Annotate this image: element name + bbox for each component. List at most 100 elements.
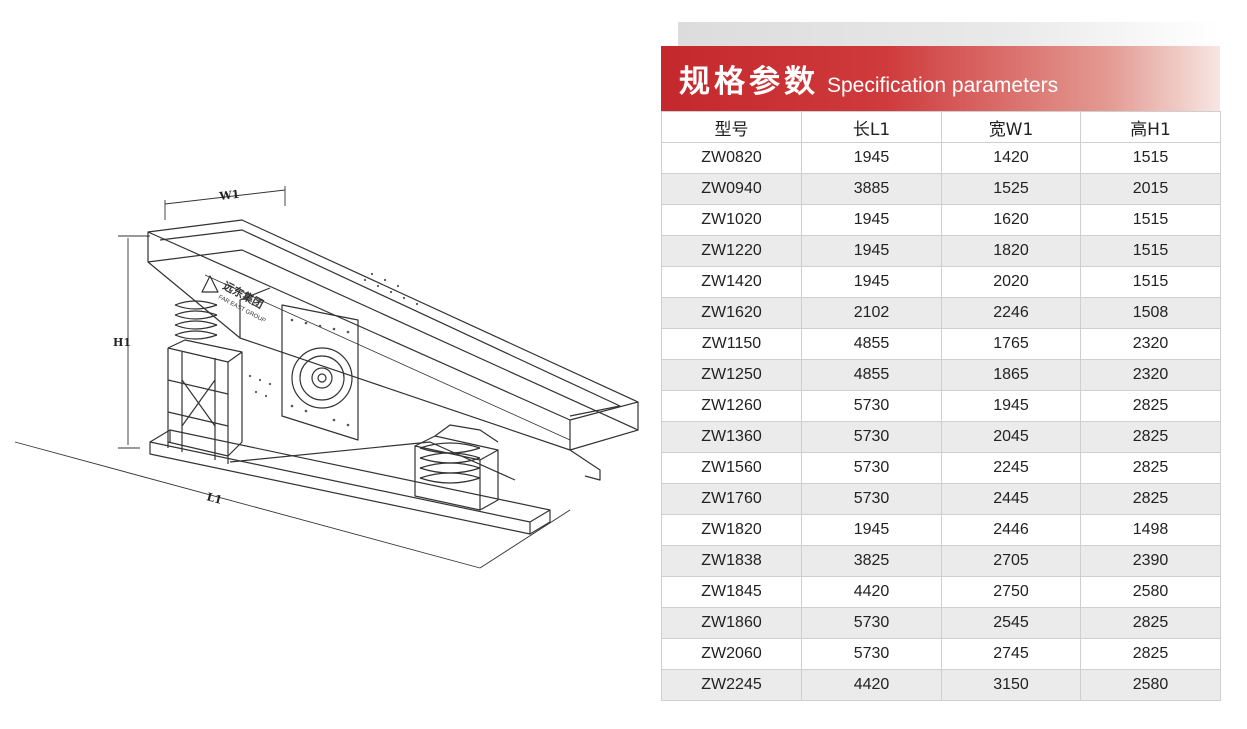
cell-height: 2825 — [1080, 483, 1221, 515]
cell-model: ZW0820 — [661, 142, 802, 174]
cell-length: 5730 — [801, 390, 942, 422]
cell-height: 1508 — [1080, 297, 1221, 329]
cell-height: 2390 — [1080, 545, 1221, 577]
cell-width: 2745 — [941, 638, 1081, 670]
machine-logo: 远东集团 FAR EAST GROUP — [217, 278, 266, 324]
cell-height: 2825 — [1080, 421, 1221, 453]
spec-title-en: Specification parameters — [827, 73, 1059, 97]
cell-length: 3825 — [801, 545, 942, 577]
cell-width: 2545 — [941, 607, 1081, 639]
cell-length: 5730 — [801, 607, 942, 639]
cell-width: 1420 — [941, 142, 1081, 174]
cell-length: 1945 — [801, 204, 942, 236]
cell-width: 1525 — [941, 173, 1081, 205]
cell-model: ZW1820 — [661, 514, 802, 546]
cell-model: ZW1760 — [661, 483, 802, 515]
cell-length: 5730 — [801, 638, 942, 670]
cell-model: ZW1845 — [661, 576, 802, 608]
spec-table-header-row: 型号 长L1 宽W1 高H1 — [661, 111, 1221, 143]
cell-length: 2102 — [801, 297, 942, 329]
cell-width: 1820 — [941, 235, 1081, 267]
cell-model: ZW1260 — [661, 390, 802, 422]
cell-width: 2446 — [941, 514, 1081, 546]
column-header-length: 长L1 — [801, 111, 942, 143]
spec-title-cn: 规格参数 — [679, 64, 819, 100]
cell-height: 2825 — [1080, 638, 1221, 670]
cell-height: 1515 — [1080, 266, 1221, 298]
cell-length: 3885 — [801, 173, 942, 205]
cell-width: 2445 — [941, 483, 1081, 515]
cell-width: 3150 — [941, 669, 1081, 701]
cell-model: ZW2060 — [661, 638, 802, 670]
cell-height: 2580 — [1080, 576, 1221, 608]
cell-model: ZW0940 — [661, 173, 802, 205]
cell-width: 2246 — [941, 297, 1081, 329]
cell-height: 2825 — [1080, 390, 1221, 422]
cell-model: ZW1420 — [661, 266, 802, 298]
cell-height: 1515 — [1080, 235, 1221, 267]
cell-length: 5730 — [801, 421, 942, 453]
header-decoration-band — [678, 22, 1220, 46]
cell-length: 1945 — [801, 266, 942, 298]
cell-model: ZW1838 — [661, 545, 802, 577]
cell-width: 2750 — [941, 576, 1081, 608]
cell-length: 1945 — [801, 235, 942, 267]
dim-w1-label: W1 — [218, 188, 240, 203]
cell-width: 2045 — [941, 421, 1081, 453]
cell-width: 1865 — [941, 359, 1081, 391]
cell-height: 1498 — [1080, 514, 1221, 546]
cell-length: 4855 — [801, 359, 942, 391]
cell-height: 2825 — [1080, 452, 1221, 484]
spec-header: 规格参数 Specification parameters — [661, 46, 1220, 111]
cell-model: ZW1560 — [661, 452, 802, 484]
column-header-height: 高H1 — [1080, 111, 1221, 143]
cell-length: 1945 — [801, 514, 942, 546]
cell-length: 1945 — [801, 142, 942, 174]
cell-height: 2825 — [1080, 607, 1221, 639]
cell-width: 2020 — [941, 266, 1081, 298]
vibrating-screen-drawing: W1 H1 L1 远东集团 FAR EAST GROUP — [14, 186, 639, 569]
dim-l1-label: L1 — [205, 490, 223, 507]
cell-width: 2705 — [941, 545, 1081, 577]
dim-h1-label: H1 — [113, 336, 131, 349]
column-header-width: 宽W1 — [941, 111, 1081, 143]
cell-model: ZW1020 — [661, 204, 802, 236]
cell-height: 1515 — [1080, 204, 1221, 236]
cell-model: ZW1360 — [661, 421, 802, 453]
cell-model: ZW1250 — [661, 359, 802, 391]
cell-model: ZW1150 — [661, 328, 802, 360]
cell-height: 2320 — [1080, 328, 1221, 360]
cell-length: 5730 — [801, 483, 942, 515]
cell-height: 2015 — [1080, 173, 1221, 205]
column-header-model: 型号 — [661, 111, 802, 143]
cell-length: 4855 — [801, 328, 942, 360]
cell-height: 2320 — [1080, 359, 1221, 391]
cell-length: 4420 — [801, 669, 942, 701]
cell-model: ZW1860 — [661, 607, 802, 639]
cell-model: ZW2245 — [661, 669, 802, 701]
cell-length: 4420 — [801, 576, 942, 608]
cell-length: 5730 — [801, 452, 942, 484]
cell-model: ZW1620 — [661, 297, 802, 329]
cell-width: 2245 — [941, 452, 1081, 484]
cell-height: 2580 — [1080, 669, 1221, 701]
cell-model: ZW1220 — [661, 235, 802, 267]
cell-width: 1765 — [941, 328, 1081, 360]
